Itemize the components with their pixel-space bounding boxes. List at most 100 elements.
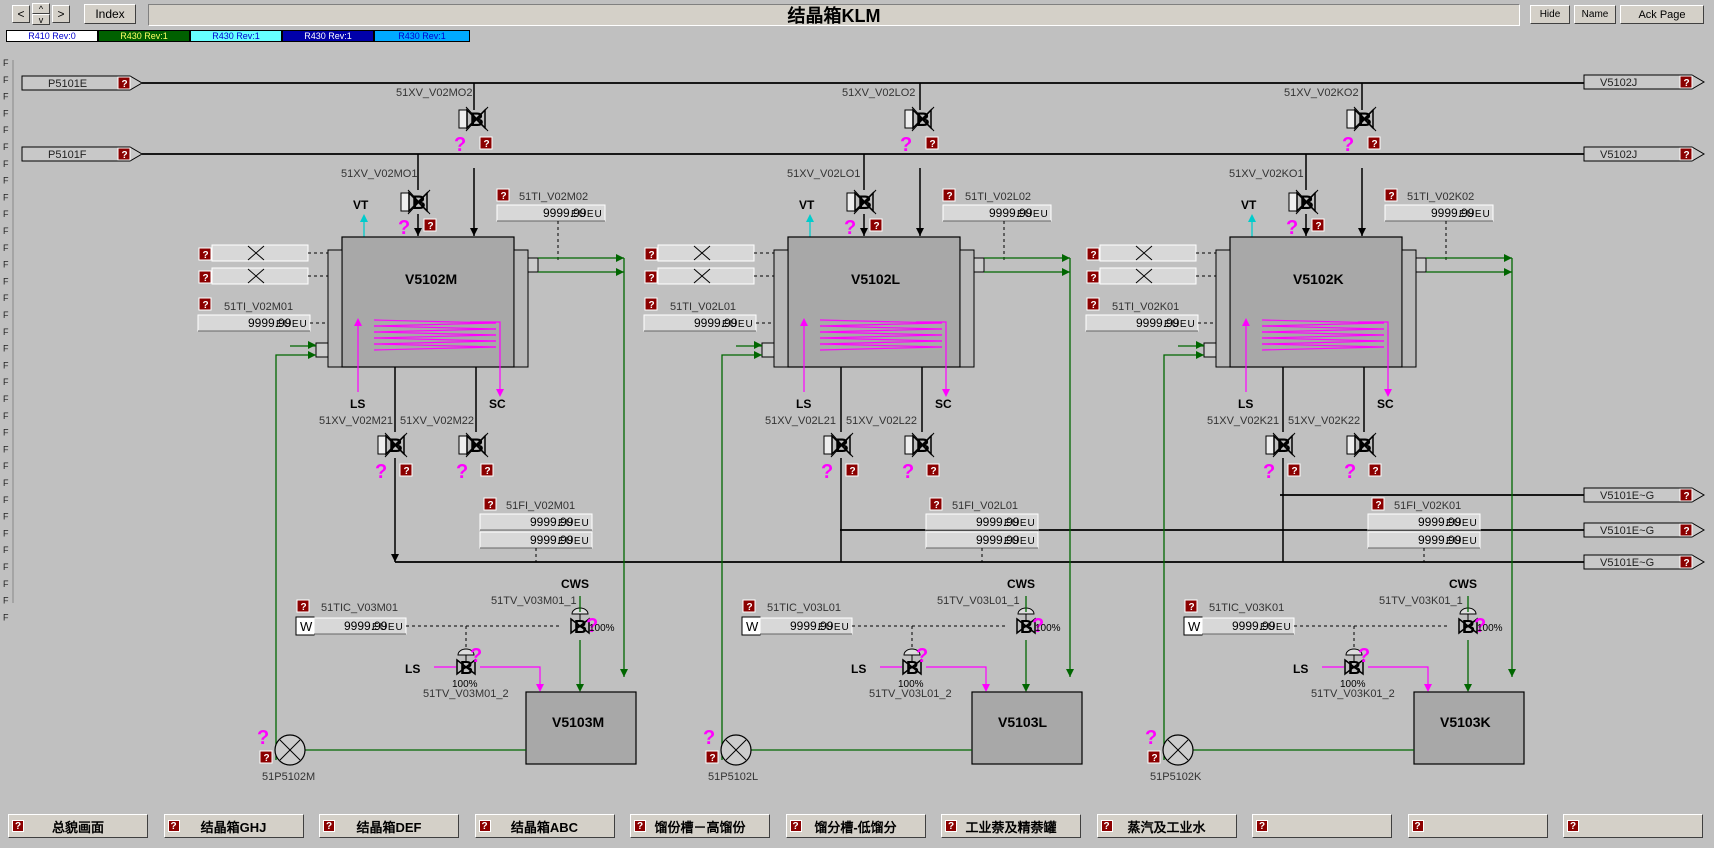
tv2-valve[interactable]: B (902, 648, 922, 678)
revision-tab-5[interactable]: R430 Rev:1 (374, 30, 470, 42)
xv-bottom1-alarm-icon[interactable] (399, 463, 413, 477)
tv1-valve[interactable]: B (1458, 607, 1478, 637)
side-alarm-icon[interactable] (1086, 247, 1100, 261)
ti-top-alarm-icon[interactable] (1384, 188, 1398, 202)
xv-bottom2-alarm-icon[interactable] (926, 463, 940, 477)
footer-nav-button[interactable]: ? (1563, 814, 1703, 838)
pump-alarm-icon[interactable] (1147, 750, 1161, 764)
xv-top2-valve[interactable]: B (400, 189, 431, 215)
ti-side-alarm-icon[interactable] (1086, 297, 1100, 311)
hide-button[interactable]: Hide (1530, 5, 1570, 24)
xv-top-valve[interactable]: B (904, 106, 935, 132)
side-valve-box[interactable] (211, 267, 309, 285)
side-alarm-icon[interactable] (644, 270, 658, 284)
xv-top-valve[interactable]: B (1346, 106, 1377, 132)
xv-bottom1-valve[interactable]: B (377, 432, 408, 458)
fi-alarm-icon[interactable] (483, 497, 497, 511)
side-alarm-icon[interactable] (198, 247, 212, 261)
tank-body[interactable] (1413, 691, 1525, 765)
fi-alarm-icon[interactable] (1371, 497, 1385, 511)
valve-icon (570, 617, 590, 635)
unit-text: EUEU (818, 622, 850, 633)
pump-alarm-icon[interactable] (705, 750, 719, 764)
ack-page-button[interactable]: Ack Page (1620, 5, 1704, 24)
xv-bottom2-valve[interactable]: B (1346, 432, 1377, 458)
xv-top1-alarm-icon[interactable] (925, 136, 939, 150)
xv-top2-alarm-icon[interactable] (423, 218, 437, 232)
connector-alarm-icon[interactable] (1679, 523, 1693, 537)
name-button[interactable]: Name (1574, 5, 1616, 24)
xv-top-valve[interactable]: B (458, 106, 489, 132)
header-connector[interactable]: P5101E (21, 75, 143, 91)
nav-back-button[interactable]: < (12, 5, 30, 23)
xv-bottom2-alarm-icon[interactable] (480, 463, 494, 477)
revision-tab-3[interactable]: R430 Rev:1 (190, 30, 282, 42)
nav-up-button[interactable]: ^ (32, 3, 50, 14)
xv-top1-alarm-icon[interactable] (1367, 136, 1381, 150)
footer-nav-button[interactable]: ?工业萘及精萘罐 (941, 814, 1081, 838)
ti-top-alarm-icon[interactable] (496, 188, 510, 202)
header-connector[interactable]: V5101E~G (1583, 522, 1705, 538)
xv-bottom1-valve[interactable]: B (1265, 432, 1296, 458)
footer-nav-button[interactable]: ?结晶箱DEF (319, 814, 459, 838)
nav-forward-button[interactable]: > (52, 5, 70, 23)
connector-alarm-icon[interactable] (117, 76, 131, 90)
revision-tab-2[interactable]: R430 Rev:1 (98, 30, 190, 42)
ti-top-alarm-icon[interactable] (942, 188, 956, 202)
header-connector[interactable]: V5102J (1583, 74, 1705, 90)
xv-bottom2-alarm-icon[interactable] (1368, 463, 1382, 477)
connector-alarm-icon[interactable] (117, 147, 131, 161)
xv-top2-alarm-icon[interactable] (869, 218, 883, 232)
footer-nav-button[interactable]: ?结晶箱GHJ (163, 814, 304, 838)
fi-alarm-icon[interactable] (929, 497, 943, 511)
header-connector[interactable]: V5102J (1583, 146, 1705, 162)
xv-bottom2-valve[interactable]: B (904, 432, 935, 458)
tv2-valve[interactable]: B (1344, 648, 1364, 678)
side-valve-box[interactable] (1099, 267, 1197, 285)
connector-alarm-icon[interactable] (1679, 488, 1693, 502)
xv-bottom1-alarm-icon[interactable] (845, 463, 859, 477)
side-alarm-icon[interactable] (644, 247, 658, 261)
connector-alarm-icon[interactable] (1679, 147, 1693, 161)
side-valve-box[interactable] (1099, 244, 1197, 262)
index-button[interactable]: Index (84, 4, 136, 24)
xv-bottom1-valve[interactable]: B (823, 432, 854, 458)
xv-top2-alarm-icon[interactable] (1311, 218, 1325, 232)
tv2-valve[interactable]: B (456, 648, 476, 678)
side-valve-box[interactable] (657, 267, 755, 285)
nav-down-button[interactable]: v (32, 14, 50, 25)
tv1-valve[interactable]: B (1016, 607, 1036, 637)
tic-alarm-icon[interactable] (296, 599, 310, 613)
footer-nav-button[interactable]: ?结晶箱ABC (474, 814, 615, 838)
xv-top2-valve[interactable]: B (846, 189, 877, 215)
xv-top1-alarm-icon[interactable] (479, 136, 493, 150)
side-alarm-icon[interactable] (198, 270, 212, 284)
footer-nav-button[interactable]: ? (1407, 814, 1548, 838)
connector-alarm-icon[interactable] (1679, 555, 1693, 569)
footer-nav-button[interactable]: ?蒸汽及工业水 (1096, 814, 1237, 838)
footer-nav-button[interactable]: ?馏份槽－高馏份 (630, 814, 770, 838)
header-connector[interactable]: V5101E~G (1583, 554, 1705, 570)
question-icon: ? (398, 217, 410, 239)
side-valve-box[interactable] (657, 244, 755, 262)
tic-alarm-icon[interactable] (742, 599, 756, 613)
connector-alarm-icon[interactable] (1679, 75, 1693, 89)
xv-bottom2-valve[interactable]: B (458, 432, 489, 458)
tank-body[interactable] (525, 691, 637, 765)
tic-alarm-icon[interactable] (1184, 599, 1198, 613)
xv-bottom1-alarm-icon[interactable] (1287, 463, 1301, 477)
tank-body[interactable] (971, 691, 1083, 765)
ti-side-alarm-icon[interactable] (198, 297, 212, 311)
footer-nav-button[interactable]: ?馏分槽-低馏分 (785, 814, 926, 838)
revision-tab-1[interactable]: R410 Rev:0 (6, 30, 98, 42)
revision-tab-4[interactable]: R430 Rev:1 (282, 30, 374, 42)
xv-top2-valve[interactable]: B (1288, 189, 1319, 215)
ti-side-alarm-icon[interactable] (644, 297, 658, 311)
footer-nav-button[interactable]: ?总貌画面 (8, 814, 148, 838)
header-connector[interactable]: P5101F (21, 146, 143, 162)
side-valve-box[interactable] (211, 244, 309, 262)
pump-alarm-icon[interactable] (259, 750, 273, 764)
header-connector[interactable]: V5101E~G (1583, 487, 1705, 503)
side-alarm-icon[interactable] (1086, 270, 1100, 284)
footer-nav-button[interactable]: ? (1252, 814, 1392, 838)
